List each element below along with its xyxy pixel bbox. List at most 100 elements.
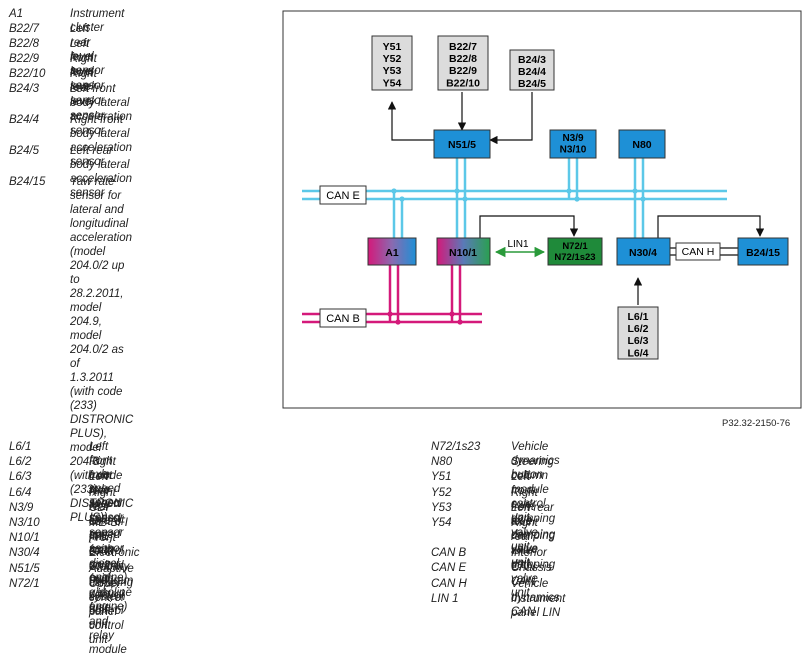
n80-label: N80: [632, 139, 651, 151]
box-label-line: N3/10: [560, 145, 587, 156]
legend-code: LIN 1: [431, 592, 459, 605]
legend-description: Right rear level sensor: [70, 68, 105, 122]
legend-code: N10/1: [9, 532, 40, 545]
legend-code: CAN E: [431, 562, 467, 575]
legend-code: CAN H: [431, 577, 467, 590]
legend-code: B22/10: [9, 68, 46, 80]
legend-code: N3/9: [9, 501, 34, 514]
legend-description: Right front level sensor: [70, 53, 105, 107]
legend-code: N72/1: [9, 577, 40, 590]
box-label-line: B24/3: [518, 54, 546, 66]
legend-code: B24/5: [9, 145, 40, 157]
n3-group-box: [549, 129, 597, 159]
legend-description: Right rear axle speed sensor: [89, 486, 124, 555]
legend-code: B24/15: [9, 176, 46, 188]
lin1-label: LIN1: [507, 239, 529, 250]
n30-4-label: N30/4: [629, 247, 657, 259]
legend-code: B22/9: [9, 53, 40, 65]
n30-4-box: [616, 237, 671, 266]
box-label-line: B22/8: [449, 53, 477, 65]
legend-code: B22/8: [9, 38, 40, 50]
legend-code: N3/10: [9, 517, 40, 529]
legend-code: B24/3: [9, 83, 40, 95]
can-h-label-box: [675, 242, 721, 261]
legend-description: Vehicle dynamics button: [511, 441, 560, 481]
b24-15-box: [737, 237, 789, 266]
box-label-line: Y51: [383, 41, 402, 53]
legend-description: Chassis CAN: [511, 562, 552, 589]
legend-code: L6/1: [9, 441, 32, 453]
legend-code: N51/5: [9, 562, 40, 575]
box-label-line: Y52: [383, 53, 402, 65]
signal-arrows: [387, 92, 765, 305]
box-label-line: Y53: [383, 65, 402, 77]
legend-description: Left rear axle damping valve unit: [511, 501, 556, 570]
y-valve-group-box: [371, 35, 413, 91]
legend-code: B22/7: [9, 23, 40, 35]
legend-description: Left rear axle speed sensor: [89, 471, 124, 540]
n51-5-box: [433, 129, 491, 159]
box-label-line: B24/5: [518, 78, 546, 90]
can-e-label-box: [319, 185, 367, 205]
legend-code: L6/2: [9, 456, 32, 469]
n80-box: [618, 129, 666, 159]
can-b-label-box: [319, 308, 367, 328]
a1-box: [367, 237, 417, 266]
legend-code: N80: [431, 456, 453, 469]
can-b-label: CAN B: [326, 313, 360, 325]
legend-description: CDI control unit (with diesel engine): [89, 501, 128, 584]
n51-5-label: N51/5: [448, 139, 476, 151]
legend-description: Left front axle speed sensor: [89, 441, 124, 509]
box-label-line: N3/9: [562, 133, 584, 144]
can-h-label: CAN H: [682, 246, 715, 258]
figure-reference: P32.32-2150-76: [722, 418, 791, 429]
can-e-bus: [302, 189, 727, 201]
legend-description: Electronic Stability Program control uni…: [89, 547, 140, 616]
legend-description: Left front body lateral acceleration sen…: [70, 83, 133, 137]
legend-description: Right rear axle damping valve unit: [511, 517, 556, 599]
box-label-line: B22/7: [449, 41, 477, 53]
box-label-line: L6/4: [627, 347, 648, 359]
box-label-line: L6/3: [627, 335, 648, 347]
can-e-label: CAN E: [326, 190, 360, 202]
box-label-line: B24/4: [518, 66, 546, 78]
legend-description: Interior CAN: [511, 547, 547, 574]
legend-description: Right front axle speed sensor: [89, 456, 124, 525]
legend-code: L6/4: [9, 486, 32, 499]
legend-code: Y51: [431, 471, 452, 484]
legend-code: Y54: [431, 517, 452, 529]
l6-sensor-group-box: [617, 306, 659, 360]
legend-code: Y53: [431, 501, 452, 514]
box-label-line: L6/1: [627, 311, 648, 323]
legend-description: Left rear level sensor: [70, 23, 105, 77]
legend-code: N72/1s23: [431, 441, 481, 453]
legend-description: Right front body lateral acceleration se…: [70, 114, 133, 168]
legend-code: L6/3: [9, 471, 32, 484]
b24-sensor-group-box: [509, 49, 555, 91]
b24-15-label: B24/15: [746, 247, 780, 259]
legend-description: Vehicle dynamics CAN: [511, 577, 560, 618]
box-label-line: N72/1: [562, 241, 588, 252]
box-label-line: N72/1s23: [554, 252, 595, 263]
b22-sensor-group-box: [437, 35, 489, 91]
legend-description: ME-SFI [ME] control unit (with gasoline …: [89, 517, 132, 613]
box-label-line: B22/10: [446, 77, 480, 89]
legend-description: Instrument cluster: [70, 8, 125, 34]
legend-code: Y52: [431, 486, 452, 499]
box-label-line: B22/9: [449, 65, 477, 77]
box-label-line: L6/2: [627, 323, 648, 335]
legend-code: A1: [9, 8, 24, 20]
legend-description: Left front axle damping valve unit: [511, 471, 556, 554]
legend-description: Instrument panel LIN: [511, 592, 566, 619]
legend-description: Left rear body lateral acceleration sens…: [70, 145, 133, 199]
legend-description: Yaw rate sensor for lateral and longitud…: [70, 176, 134, 524]
legend-code: N30/4: [9, 547, 40, 560]
legend-description: Right front axle damping valve unit: [511, 486, 556, 569]
bus-junctions: [387, 188, 646, 325]
